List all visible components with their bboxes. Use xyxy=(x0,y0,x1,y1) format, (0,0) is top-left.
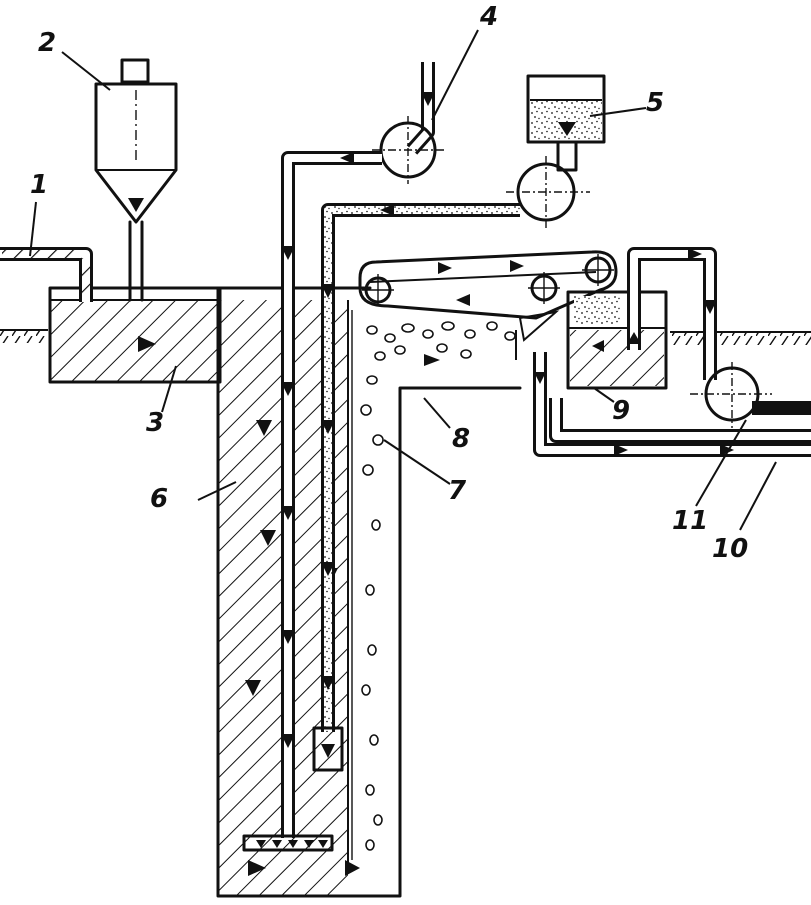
sand-hopper xyxy=(526,74,606,172)
conveyor-belt xyxy=(358,250,618,360)
settling-tank xyxy=(566,290,668,390)
trench-wall xyxy=(216,286,522,898)
label-7: 7 xyxy=(448,476,467,506)
label-10: 10 xyxy=(712,534,749,564)
sand-pump-line xyxy=(312,156,590,772)
inflow-pipe xyxy=(0,247,93,302)
mixing-pit xyxy=(48,286,222,384)
excavated-grains xyxy=(360,321,516,851)
label-2: 2 xyxy=(38,28,57,58)
label-9: 9 xyxy=(612,396,631,426)
label-4: 4 xyxy=(480,2,499,32)
label-11: 11 xyxy=(672,506,709,536)
label-1: 1 xyxy=(30,170,49,200)
cement-silo xyxy=(94,58,178,302)
return-pipe xyxy=(533,352,811,457)
label-6: 6 xyxy=(150,484,169,514)
water-pump-line xyxy=(242,62,444,852)
recirculation-pump xyxy=(627,247,811,428)
label-3: 3 xyxy=(146,408,165,438)
trench-cavity xyxy=(322,310,516,860)
label-5: 5 xyxy=(646,88,665,118)
label-8: 8 xyxy=(452,424,471,454)
leader-lines xyxy=(29,29,777,531)
